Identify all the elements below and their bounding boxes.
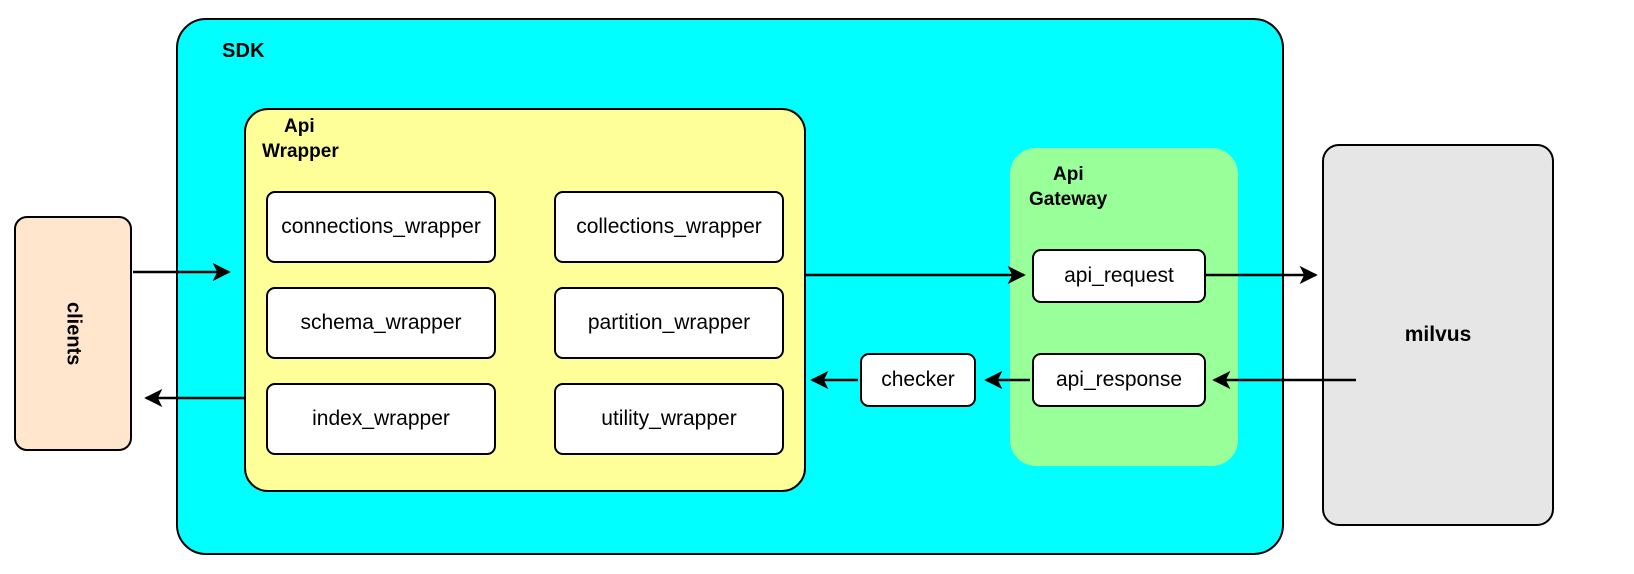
api-wrapper-label-line1: Api [284,116,315,137]
node-checker[interactable]: checker [860,353,976,407]
api-gateway-label-line1: Api [1053,164,1084,185]
clients-label: clients [62,301,85,366]
node-api-request[interactable]: api_request [1032,249,1206,303]
node-utility-wrapper[interactable]: utility_wrapper [554,383,784,455]
node-collections-wrapper[interactable]: collections_wrapper [554,191,784,263]
clients-box[interactable]: clients [14,216,132,451]
milvus-label: milvus [1404,323,1472,346]
milvus-box[interactable]: milvus [1322,144,1554,526]
api-wrapper-label-line2: Wrapper [262,141,339,162]
api-gateway-label: Api Gateway [1029,162,1189,212]
node-index-wrapper[interactable]: index_wrapper [266,383,496,455]
api-gateway-label-line2: Gateway [1029,189,1108,210]
sdk-label: SDK [222,40,265,62]
node-connections-wrapper[interactable]: connections_wrapper [266,191,496,263]
api-wrapper-label: Api Wrapper [262,114,442,164]
node-api-response[interactable]: api_response [1032,353,1206,407]
node-partition-wrapper[interactable]: partition_wrapper [554,287,784,359]
node-schema-wrapper[interactable]: schema_wrapper [266,287,496,359]
api-gateway-container[interactable] [1010,148,1238,466]
